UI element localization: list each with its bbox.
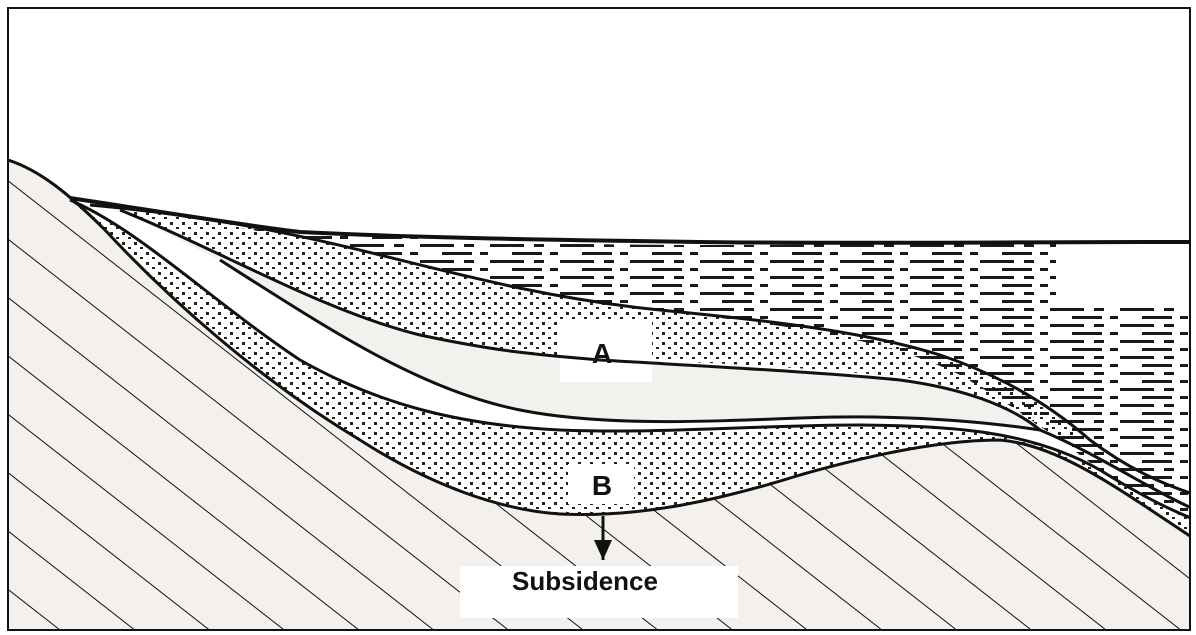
layer-label-b: B bbox=[572, 470, 632, 502]
layer-label-a: A bbox=[572, 338, 632, 370]
subsidence-label: Subsidence bbox=[470, 566, 700, 597]
